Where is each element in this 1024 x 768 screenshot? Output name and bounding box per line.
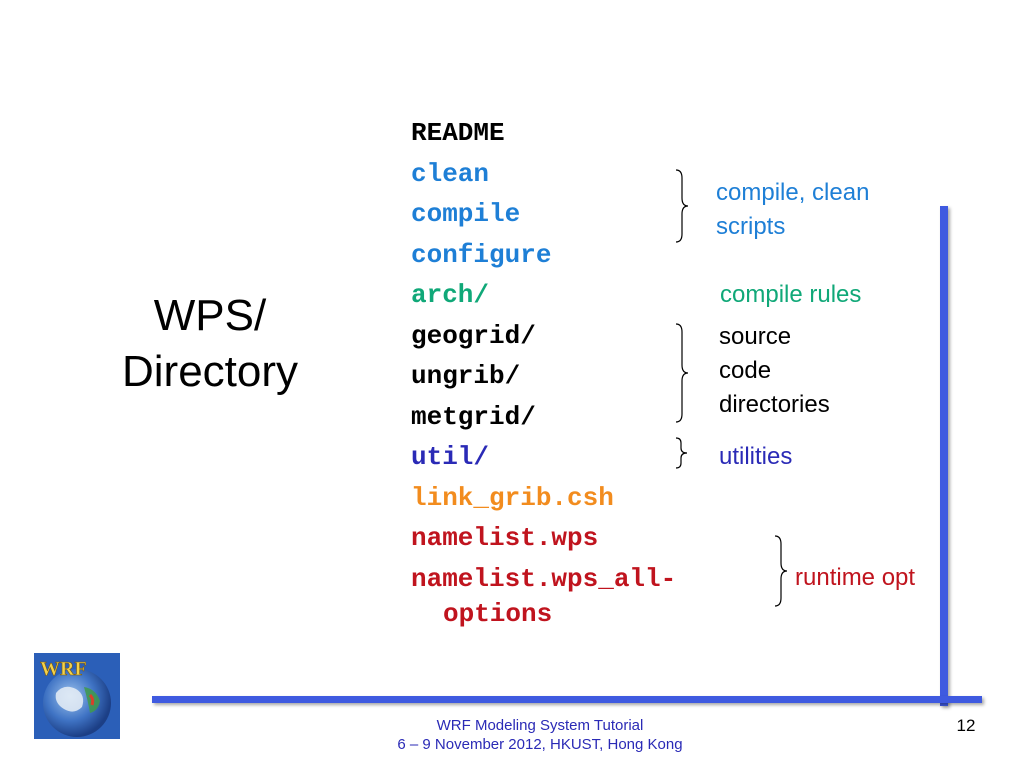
footer-line-2: 6 – 9 November 2012, HKUST, Hong Kong [397, 736, 683, 753]
file-item-link-grib: link_grib.csh [411, 482, 614, 513]
file-item-geogrid: geogrid/ [411, 320, 536, 351]
file-item-namelist-wps: namelist.wps [411, 523, 599, 553]
note-source-line1: source [719, 323, 792, 350]
file-item-compile: compile [411, 199, 521, 229]
file-item-util: util/ [411, 442, 490, 472]
slide-title: WPS/ Directory [60, 288, 360, 400]
note-compile-clean-line1: compile, clean [716, 179, 870, 206]
note-runtime: runtime opt [795, 564, 916, 591]
file-item-namelist-all-options: namelist.wps_all- options [411, 559, 676, 630]
brace-compile-scripts [675, 169, 689, 243]
file-item-arch: arch/ [411, 280, 490, 310]
vertical-divider [940, 206, 948, 706]
file-item-configure: configure [411, 239, 552, 270]
brace-source-code [675, 323, 689, 423]
brace-utilities [675, 437, 688, 469]
title-line-1: WPS/ [153, 291, 267, 340]
file-item-metgrid: metgrid/ [411, 401, 536, 432]
brace-runtime [774, 535, 788, 607]
note-compile-clean: compile, clean scripts [716, 176, 869, 244]
footer: WRF Modeling System Tutorial 6 – 9 Novem… [350, 716, 730, 754]
page-number: 12 [956, 716, 976, 735]
file-item-namelist-all-part2: options [443, 599, 553, 629]
note-compile-clean-line2: scripts [716, 213, 786, 240]
wrf-globe-logo-icon: WRF [34, 653, 120, 739]
file-list: README clean compile configure arch/ geo… [411, 113, 676, 629]
note-utilities: utilities [719, 443, 793, 470]
file-item-clean: clean [411, 158, 490, 189]
title-line-2: Directory [121, 347, 299, 396]
note-source-code: source code directories [719, 320, 830, 422]
footer-line-1: WRF Modeling System Tutorial [436, 717, 644, 734]
horizontal-divider [152, 696, 982, 703]
note-compile-rules: compile rules [720, 281, 862, 308]
file-item-namelist-all-part1: namelist.wps_all- [411, 563, 677, 594]
note-source-line3: directories [719, 391, 830, 418]
file-item-ungrib: ungrib/ [411, 361, 521, 391]
file-item-readme: README [411, 118, 505, 148]
logo-text: WRF [40, 658, 87, 680]
note-source-line2: code [719, 357, 772, 384]
